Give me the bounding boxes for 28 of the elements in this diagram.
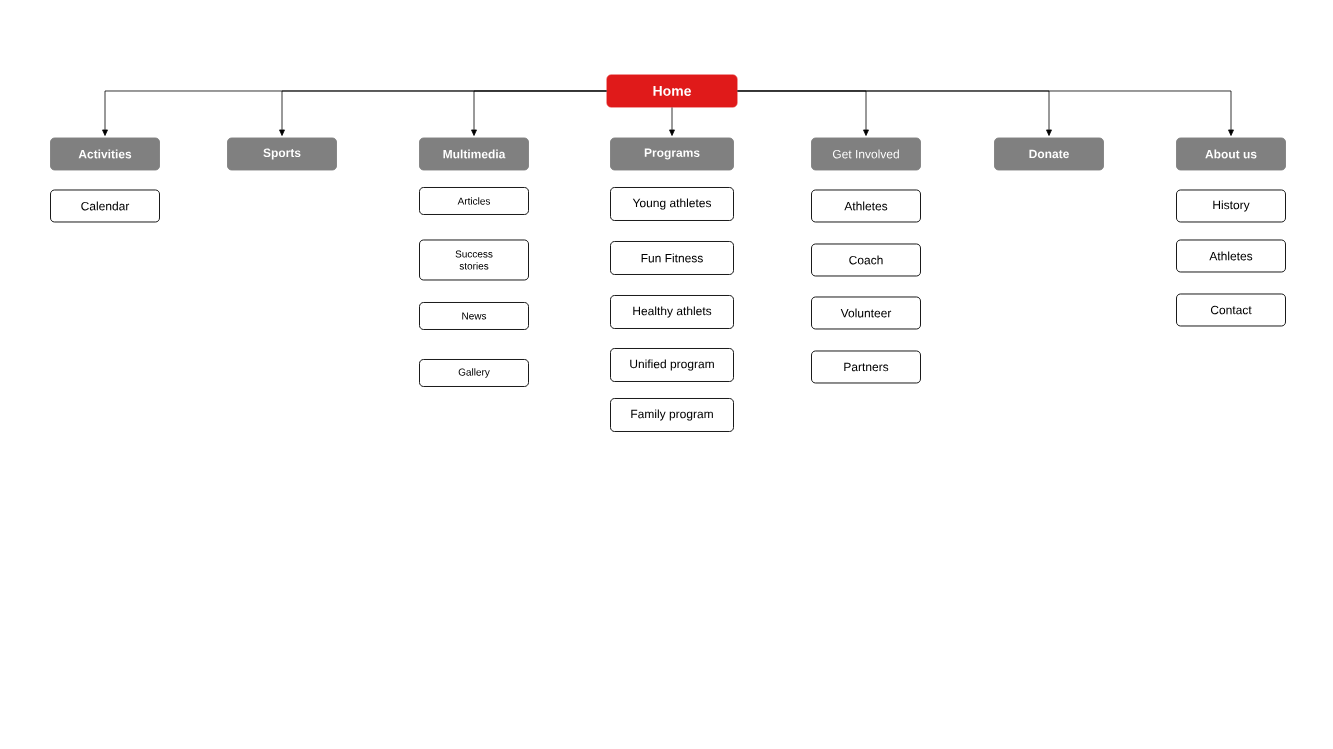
category-box: Get Involved bbox=[811, 137, 921, 171]
category-box: Activities bbox=[50, 137, 160, 171]
arrow bbox=[737, 90, 1234, 136]
page-box: Young athletes bbox=[610, 187, 734, 221]
page-box: News bbox=[419, 302, 529, 330]
category-box: About us bbox=[1176, 137, 1286, 171]
page-box: History bbox=[1176, 189, 1286, 223]
page-box: Healthy athlets bbox=[610, 295, 734, 329]
page-box: Unified program bbox=[610, 348, 734, 382]
page-box: Partners bbox=[811, 350, 921, 384]
page-box: Contact bbox=[1176, 293, 1286, 327]
page-box: Gallery bbox=[419, 359, 529, 387]
category-box: Sports bbox=[227, 137, 337, 171]
page-box: Coach bbox=[811, 243, 921, 277]
root-box: Home bbox=[606, 74, 738, 108]
page-box: Articles bbox=[419, 187, 529, 215]
page-box: Athletes bbox=[1176, 239, 1286, 273]
arrow bbox=[471, 90, 607, 136]
category-box: Multimedia bbox=[419, 137, 529, 171]
arrow bbox=[669, 107, 675, 136]
page-box: Athletes bbox=[811, 189, 921, 223]
page-box: Calendar bbox=[50, 189, 160, 223]
category-box: Programs bbox=[610, 137, 734, 171]
page-box: Volunteer bbox=[811, 296, 921, 330]
page-box: Fun Fitness bbox=[610, 241, 734, 275]
category-box: Donate bbox=[994, 137, 1104, 171]
page-box: Success stories bbox=[419, 239, 529, 281]
page-box: Family program bbox=[610, 398, 734, 432]
